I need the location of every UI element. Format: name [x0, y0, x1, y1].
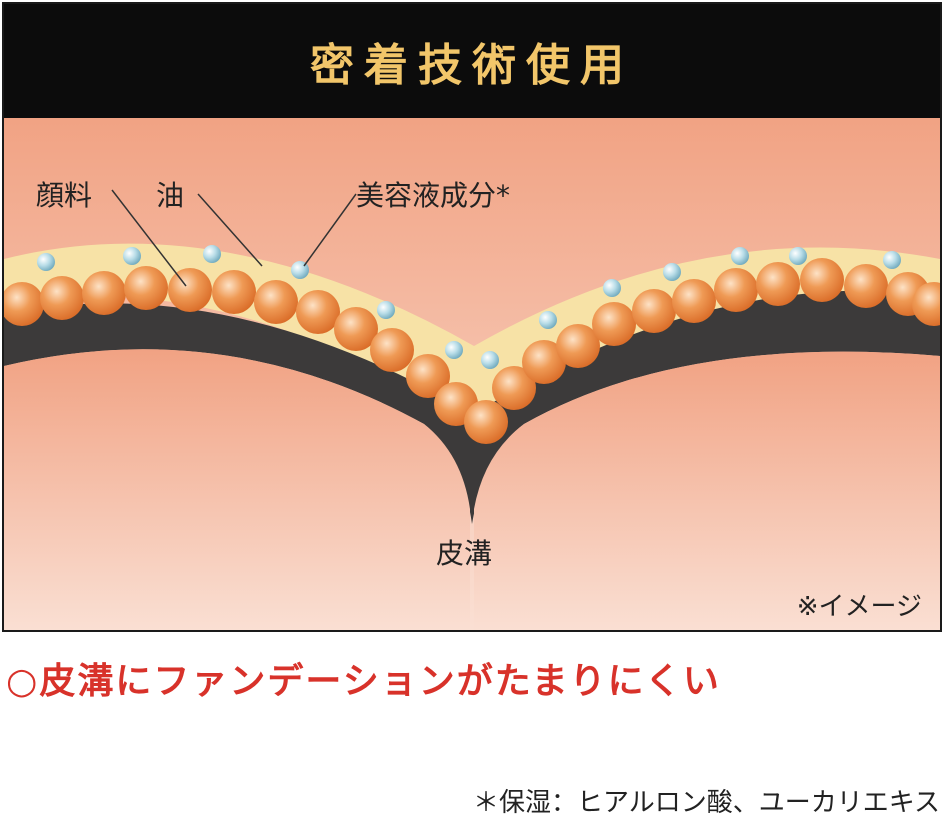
serum-droplet: [539, 311, 557, 329]
serum-droplets: [37, 245, 901, 369]
pigment-particle: [912, 282, 940, 326]
pigment-particle: [124, 266, 168, 310]
pigment-particle: [4, 282, 44, 326]
pigment-particle: [82, 271, 126, 315]
pigment-particle: [334, 307, 378, 351]
header-bar: 密着技術使用: [4, 4, 940, 118]
pigment-label: 顔料: [36, 179, 93, 212]
serum-droplet: [663, 263, 681, 281]
skin-bump-left: [4, 349, 470, 630]
serum-label: 美容液成分*: [356, 179, 511, 212]
serum-droplet: [789, 247, 807, 265]
pigment-particle: [296, 290, 340, 334]
serum-droplet: [37, 253, 55, 271]
pigment-particle: [492, 366, 536, 410]
serum-droplet: [883, 251, 901, 269]
pigment-particles: [4, 258, 940, 444]
pigment-particle: [714, 268, 758, 312]
pigment-particle: [254, 280, 298, 324]
pigment-particle: [756, 262, 800, 306]
serum-droplet: [377, 301, 395, 319]
oil-label: 油: [156, 179, 185, 212]
header-title: 密着技術使用: [310, 40, 634, 91]
pigment-particle: [40, 276, 84, 320]
pigment-particle: [556, 324, 600, 368]
serum-droplet: [445, 341, 463, 359]
serum-droplet: [203, 245, 221, 263]
serum-droplet: [731, 247, 749, 265]
pigment-particle: [212, 270, 256, 314]
skin-groove-label: 皮溝: [436, 537, 493, 570]
serum-droplet: [123, 247, 141, 265]
oil-leader-line: [197, 193, 263, 267]
image-note: ※イメージ: [796, 592, 922, 622]
serum-droplet: [481, 351, 499, 369]
pigment-particle: [522, 340, 566, 384]
diagram-frame: 密着技術使用 顔料 油 美容液成分* 皮溝 ※イメージ: [2, 2, 942, 632]
pigment-particle: [672, 279, 716, 323]
serum-droplet: [603, 279, 621, 297]
pigment-particle: [168, 268, 212, 312]
pigment-particle: [632, 289, 676, 333]
skin-surface-layer: [4, 290, 940, 524]
pigment-particle: [370, 328, 414, 372]
pigment-particle: [406, 354, 450, 398]
pigment-particle: [464, 400, 508, 444]
pigment-particle: [592, 302, 636, 346]
pigment-particle: [800, 258, 844, 302]
pigment-leader-line: [111, 189, 187, 287]
footnote-text: ＊保湿：ヒアルロン酸、ユーカリエキス: [473, 788, 940, 818]
caption-text: ○皮溝にファンデーションがたまりにくい: [6, 661, 721, 702]
serum-leader-line: [303, 193, 357, 267]
skin-diagram: [4, 114, 940, 630]
pigment-particle: [844, 264, 888, 308]
skin-bump-right: [474, 351, 940, 630]
